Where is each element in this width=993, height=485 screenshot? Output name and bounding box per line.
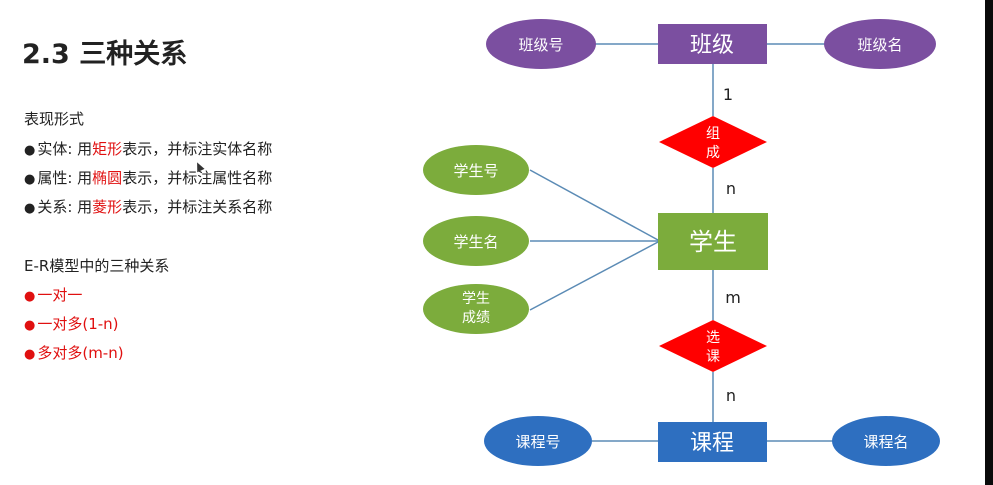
item-highlight: 菱形 [92,198,123,216]
cardinality-class: 1 [723,85,733,104]
connector-student-id [529,169,659,241]
item-suffix: 表示，并标注实体名称 [122,140,273,158]
attribute-student-name [423,216,529,266]
attribute-student-id [423,145,529,195]
entity-student-label: 学生 [689,228,737,256]
er-heading: E-R模型中的三种关系 [24,257,170,275]
bullet-icon: ● [24,347,36,362]
relationship-compose [659,116,767,168]
attribute-course-id [484,416,592,466]
bullet-icon: ● [24,289,36,304]
slide-title: 2.3 三种关系 [22,39,188,70]
list-item-relationship: ●关系: 用菱形表示，并标注关系名称 [24,196,272,217]
item-highlight: 矩形 [92,140,123,158]
attribute-student-score-label-2: 成绩 [462,310,490,326]
attribute-class-id [486,19,596,69]
item-suffix: 表示，并标注属性名称 [122,169,273,187]
attribute-class-id-label: 班级号 [518,36,563,54]
entity-class-label: 班级 [690,33,734,58]
attribute-student-id-label: 学生号 [453,162,498,180]
attribute-course-name [832,416,940,466]
relationship-compose-label-2: 成 [706,145,720,161]
representation-heading: 表现形式 [24,110,85,128]
attribute-course-id-label: 课程号 [515,433,560,451]
item-suffix: 表示，并标注关系名称 [122,198,273,216]
attribute-student-name-label: 学生名 [453,233,498,251]
entity-course-label: 课程 [690,431,734,456]
list-item-attribute: ●属性: 用椭圆表示，并标注属性名称 [24,167,272,188]
bullet-icon: ● [24,318,36,333]
entity-class [658,24,767,64]
connectors [529,43,835,442]
cardinality-student-compose: n [726,179,736,198]
window-edge [985,0,993,485]
relationship-select-label-2: 课 [706,349,720,365]
relation-one-to-many: ●一对多(1-n) [24,315,119,333]
relationship-compose-label-1: 组 [706,126,720,142]
relation-many-to-many: ●多对多(m-n) [24,344,124,362]
item-prefix: 属性: 用 [37,169,93,187]
attribute-class-name [824,19,936,69]
attribute-student-score [423,284,529,334]
bullet-icon: ● [24,143,36,158]
cardinality-course: n [726,386,736,405]
list-item-entity: ●实体: 用矩形表示，并标注实体名称 [24,138,272,159]
item-highlight: 椭圆 [92,169,123,187]
relationship-select [659,320,767,372]
cardinality-student-select: m [725,288,741,307]
connector-student-score [529,241,659,311]
attribute-course-name-label: 课程名 [863,433,908,451]
item-prefix: 实体: 用 [37,140,93,158]
relationship-select-label-1: 选 [706,330,720,346]
attribute-class-name-label: 班级名 [857,36,902,54]
attribute-student-score-label-1: 学生 [462,291,490,307]
entity-student [658,213,768,270]
bullet-icon: ● [24,172,36,187]
bullet-icon: ● [24,201,36,216]
entity-course [658,422,767,462]
relation-one-to-one: ●一对一 [24,286,83,304]
item-prefix: 关系: 用 [37,198,93,216]
